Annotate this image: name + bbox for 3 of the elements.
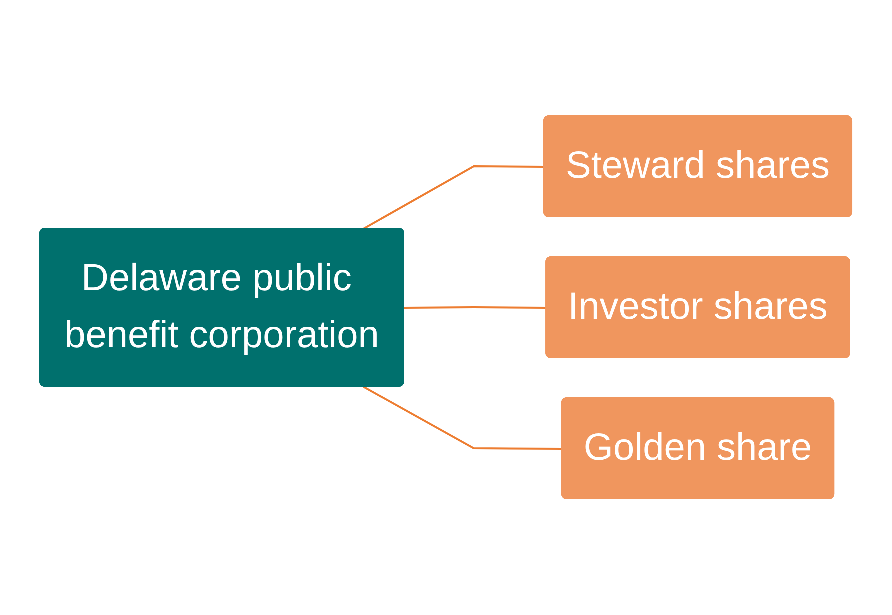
connector [363,386,562,450]
connector [363,166,544,230]
connector [404,306,547,309]
